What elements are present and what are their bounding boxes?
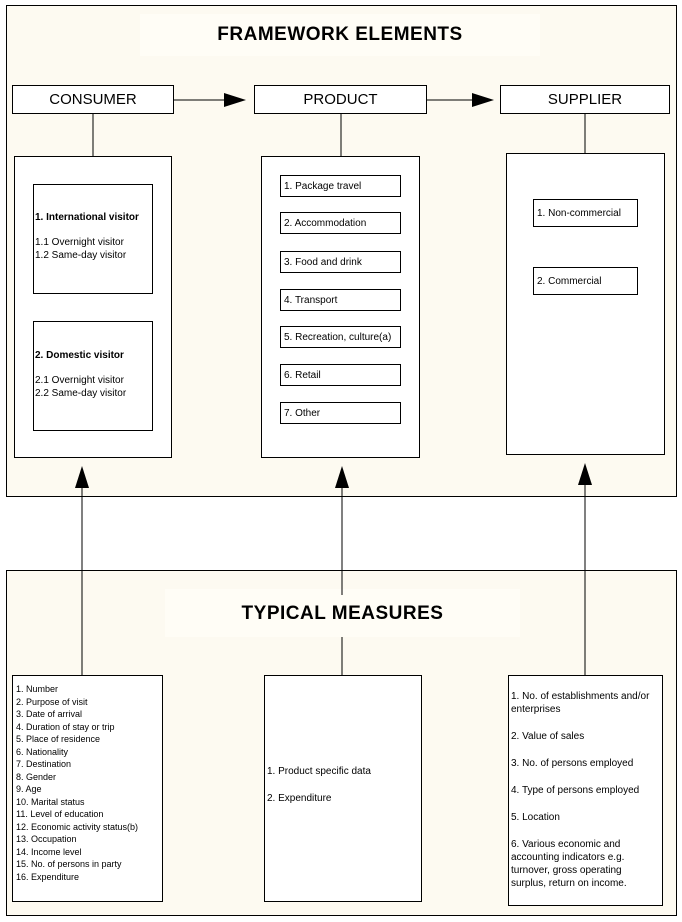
list-item: 11. Level of education bbox=[16, 809, 104, 819]
list-item: 2.1 Overnight visitor bbox=[35, 375, 124, 386]
product-header: PRODUCT bbox=[254, 85, 427, 114]
list-item: 2.2 Same-day visitor bbox=[35, 388, 127, 399]
product-item: 1. Package travel bbox=[280, 175, 401, 197]
supplier-item: 1. Non-commercial bbox=[533, 199, 638, 227]
list-item: 16. Expenditure bbox=[16, 871, 80, 882]
framework-title-band bbox=[140, 14, 540, 56]
product-measures-box: 1. Product specific data 2. Expenditure bbox=[264, 675, 422, 902]
list-item: 2. Value of sales bbox=[511, 731, 585, 742]
product-item: 2. Accommodation bbox=[280, 212, 401, 234]
product-item: 6. Retail bbox=[280, 364, 401, 386]
consumer-measures-box: 1. Number 2. Purpose of visit 3. Date of a… bbox=[12, 675, 163, 902]
list-item: 4. Duration of stay or trip bbox=[16, 721, 115, 732]
up-arrowhead bbox=[335, 466, 349, 488]
measures-title: TYPICAL MEASURES bbox=[241, 603, 444, 624]
list-item: 1.1 Overnight visitor bbox=[35, 237, 124, 248]
list-item: 2. Expenditure bbox=[267, 793, 332, 804]
list-item: 4. Type of persons employed bbox=[511, 785, 640, 796]
consumer-header: CONSUMER bbox=[12, 85, 174, 114]
framework-title: FRAMEWORK ELEMENTS bbox=[217, 24, 463, 45]
list-item: 1. Number bbox=[16, 684, 59, 694]
list-item: 2. Purpose of visit bbox=[16, 696, 88, 707]
supplier-measures-box: 1. No. of establishments and/or enterpri… bbox=[508, 675, 663, 906]
international-visitor-list: 1.1 Overnight visitor 1.2 Same-day visit… bbox=[35, 236, 152, 262]
domestic-visitor-list: 2.1 Overnight visitor 2.2 Same-day visit… bbox=[35, 374, 152, 400]
domestic-visitor-box: 2. Domestic visitor 2.1 Overnight visito… bbox=[33, 321, 153, 431]
list-item: 6. Various economic and accounting indic… bbox=[511, 839, 627, 889]
list-item: 1. No. of establishments and/or enterpri… bbox=[511, 691, 650, 715]
list-item: 7. Destination bbox=[16, 759, 72, 769]
supplier-header: SUPPLIER bbox=[500, 85, 670, 114]
international-visitor-heading: 1. International visitor bbox=[35, 212, 139, 223]
product-item: 7. Other bbox=[280, 402, 401, 424]
domestic-visitor-heading: 2. Domestic visitor bbox=[35, 350, 124, 361]
list-item: 1. Product specific data bbox=[267, 766, 371, 777]
list-item: 12. Economic activity status(b) bbox=[16, 821, 139, 832]
up-arrowhead bbox=[75, 466, 89, 488]
list-item: 3. No. of persons employed bbox=[511, 758, 634, 769]
list-item: 6. Nationality bbox=[16, 746, 69, 757]
list-item: 8. Gender bbox=[16, 771, 57, 782]
list-item: 13. Occupation bbox=[16, 834, 77, 844]
list-item: 10. Marital status bbox=[16, 796, 85, 807]
list-item: 3. Date of arrival bbox=[16, 709, 83, 719]
supplier-item: 2. Commercial bbox=[533, 267, 638, 295]
product-item: 5. Recreation, culture(a) bbox=[280, 326, 401, 348]
up-arrowhead bbox=[578, 463, 592, 485]
international-visitor-box: 1. International visitor 1.1 Overnight v… bbox=[33, 184, 153, 294]
consumer-measures-list: 1. Number 2. Purpose of visit 3. Date of a… bbox=[16, 683, 162, 883]
product-item: 4. Transport bbox=[280, 289, 401, 311]
list-item: 14. Income level bbox=[16, 846, 82, 857]
right-arrowhead bbox=[472, 93, 494, 107]
product-item: 3. Food and drink bbox=[280, 251, 401, 273]
list-item: 15. No. of persons in party bbox=[16, 859, 122, 869]
list-item: 5. Place of residence bbox=[16, 734, 101, 744]
measures-title-band bbox=[165, 589, 520, 637]
list-item: 1.2 Same-day visitor bbox=[35, 250, 127, 261]
list-item: 5. Location bbox=[511, 812, 560, 823]
list-item: 9. Age bbox=[16, 784, 42, 794]
right-arrowhead bbox=[224, 93, 246, 107]
